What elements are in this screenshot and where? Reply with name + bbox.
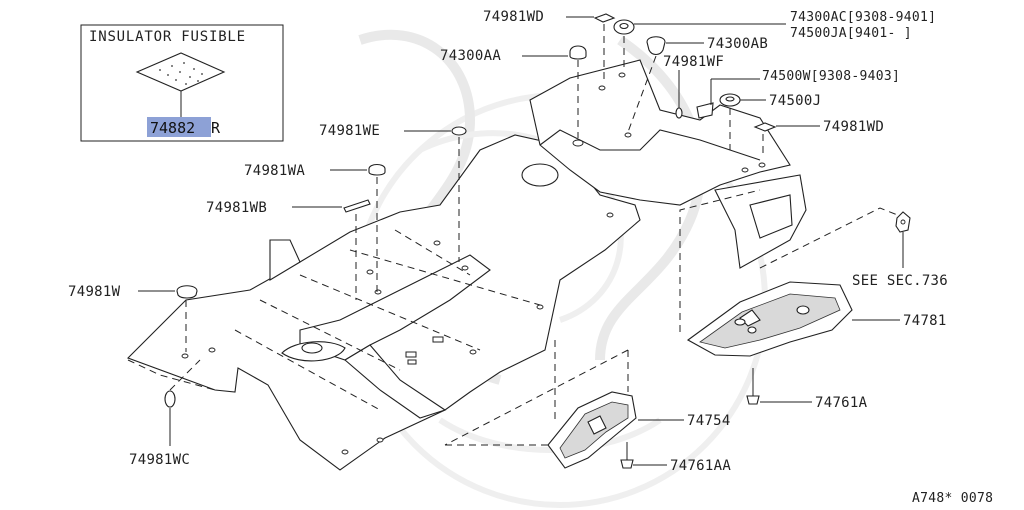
inset-part-number[interactable]: 74882 <box>150 119 195 137</box>
grommet-74300ac[interactable] <box>613 19 635 35</box>
plug-74981wa[interactable] <box>368 163 386 176</box>
diagram-code: A748* 0078 <box>912 491 993 506</box>
label-74981w[interactable]: 74981W <box>68 284 121 300</box>
label-74500w[interactable]: 74500W[9308-9403] <box>762 69 900 84</box>
callout-labels: 74981WD 74300AC[9308-9401] 74500JA[9401-… <box>68 9 993 506</box>
label-74300ac[interactable]: 74300AC[9308-9401] <box>790 10 936 25</box>
leader-lines <box>138 16 904 466</box>
label-74981we[interactable]: 74981WE <box>319 123 380 139</box>
plug-74981wb[interactable] <box>343 199 371 213</box>
plug-74981wf[interactable] <box>675 107 683 119</box>
label-74981wf[interactable]: 74981WF <box>663 54 724 70</box>
inset-title: INSULATOR FUSIBLE <box>89 29 246 45</box>
plug-74981we[interactable] <box>451 126 467 136</box>
bolt-74761aa[interactable] <box>620 442 634 469</box>
label-74500j[interactable]: 74500J <box>769 93 821 109</box>
heat-insulator-74754[interactable] <box>547 391 637 469</box>
floor-panel-drawing <box>127 59 807 471</box>
part-number-highlight[interactable] <box>147 117 211 137</box>
label-74981wb[interactable]: 74981WB <box>206 200 267 216</box>
plug-74981w[interactable] <box>176 285 198 299</box>
plug-74981wd-right[interactable] <box>753 122 777 132</box>
label-74300aa[interactable]: 74300AA <box>440 48 501 64</box>
label-74781[interactable]: 74781 <box>903 313 947 329</box>
label-74500ja[interactable]: 74500JA[9401- ] <box>790 26 912 41</box>
plug-74300ab[interactable] <box>646 36 666 56</box>
label-see-sec-736[interactable]: SEE SEC.736 <box>852 273 948 289</box>
label-74981wc[interactable]: 74981WC <box>129 452 190 468</box>
insulator-fusible-inset: INSULATOR FUSIBLE 74882 R <box>80 24 284 142</box>
label-74761aa[interactable]: 74761AA <box>670 458 731 474</box>
label-74754[interactable]: 74754 <box>687 413 731 429</box>
clip-sec-736[interactable] <box>895 211 911 233</box>
label-74761a[interactable]: 74761A <box>815 395 868 411</box>
assembly-lines <box>127 24 901 446</box>
grommet-74500w[interactable] <box>696 102 714 119</box>
label-74981wd-top[interactable]: 74981WD <box>483 9 544 25</box>
bolt-74761a[interactable] <box>746 368 760 405</box>
label-74981wa[interactable]: 74981WA <box>244 163 305 179</box>
plug-74981wd-top[interactable] <box>593 13 616 23</box>
label-74981wd-right[interactable]: 74981WD <box>823 119 884 135</box>
heat-insulator-74781[interactable] <box>686 281 853 357</box>
plug-74981wc[interactable] <box>164 390 176 408</box>
plug-74300aa[interactable] <box>569 45 587 60</box>
label-74300ab[interactable]: 74300AB <box>707 36 768 52</box>
inset-part-suffix: R <box>211 119 221 137</box>
grommet-74500j[interactable] <box>719 93 741 107</box>
